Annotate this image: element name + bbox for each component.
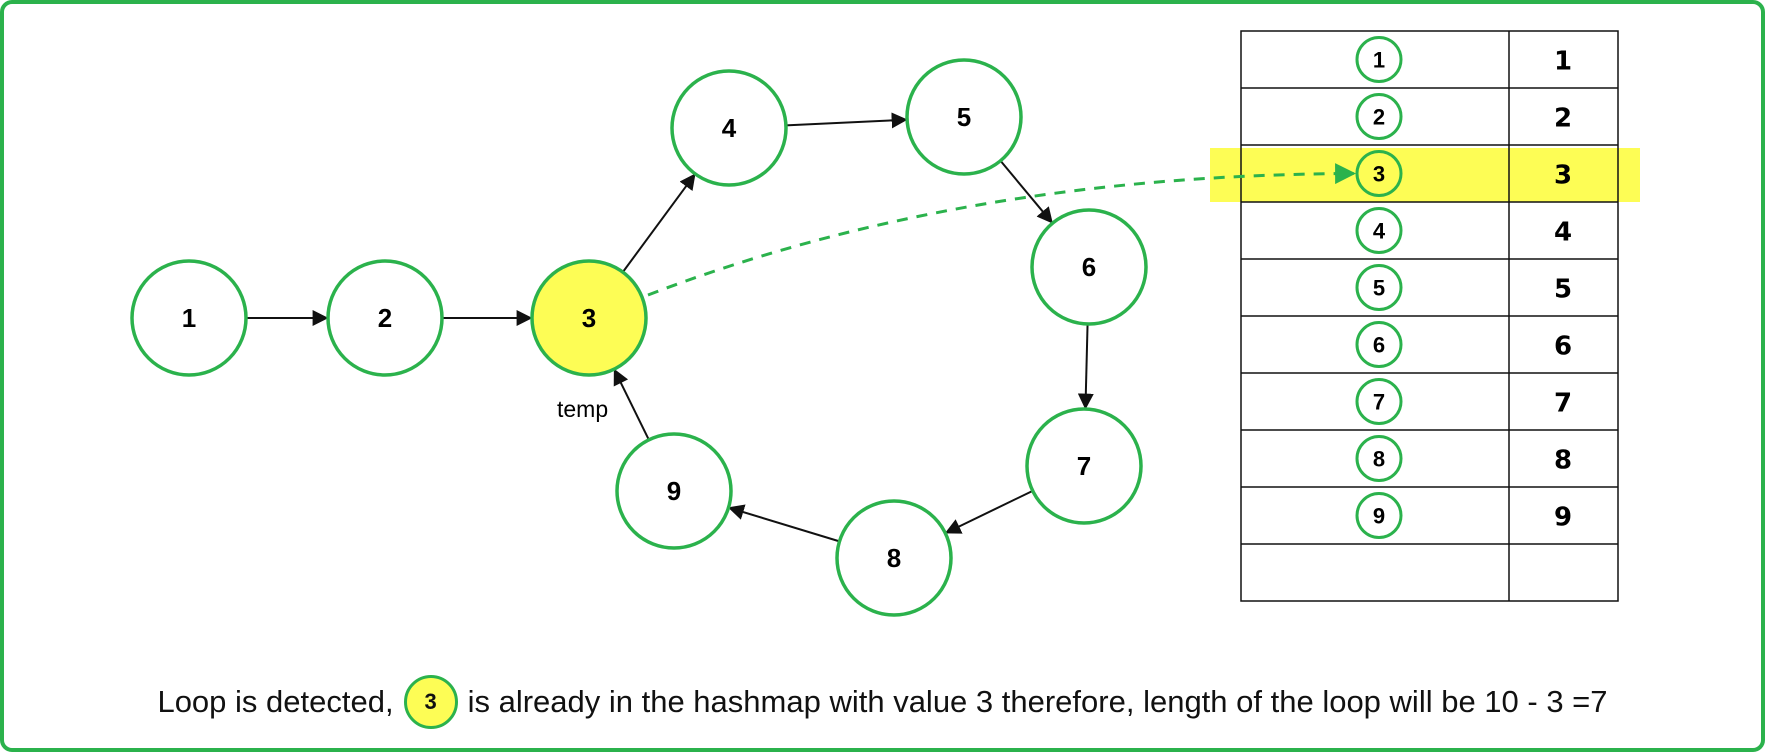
edge-7-to-8	[944, 489, 1034, 534]
hashmap-key: 9	[1373, 504, 1385, 529]
hashmap-key-circle	[1355, 264, 1403, 311]
edge-8-to-9	[727, 504, 840, 543]
hashmap-value: 5	[1554, 275, 1572, 305]
hashmap-value: 6	[1554, 332, 1572, 362]
hashmap-value: 9	[1554, 503, 1572, 533]
node-8	[835, 499, 953, 617]
edge-9-to-3	[613, 368, 650, 441]
hashmap-key-circle	[1355, 93, 1403, 140]
node-4	[670, 69, 788, 187]
edge-6-to-7	[1077, 323, 1094, 410]
hashmap-key-circle	[1355, 378, 1403, 425]
hashmap-lookup-arrow	[647, 163, 1357, 297]
node-label-4: 4	[722, 113, 737, 143]
hashmap-value: 2	[1554, 104, 1572, 134]
hashmap-key: 3	[1373, 162, 1385, 187]
caption: Loop is detected, 3 is already in the ha…	[0, 672, 1765, 732]
caption-node-badge: 3	[403, 675, 458, 729]
edge-5-to-6	[999, 160, 1053, 224]
hashmap-key: 6	[1373, 333, 1385, 358]
node-1	[130, 259, 248, 377]
node-label-5: 5	[957, 102, 971, 132]
hashmap-key-circle	[1355, 207, 1403, 254]
hashmap-key: 8	[1373, 447, 1385, 472]
node-6	[1030, 208, 1148, 326]
edge-3-to-4	[622, 173, 696, 273]
hashmap-key-circle	[1355, 36, 1403, 83]
hashmap-key: 7	[1373, 390, 1385, 415]
temp-pointer-label: temp	[557, 396, 608, 422]
node-label-9: 9	[667, 476, 681, 506]
node-9	[615, 432, 733, 550]
hashmap-key: 4	[1373, 219, 1386, 244]
hashmap-value: 7	[1554, 389, 1572, 419]
node-label-1: 1	[182, 303, 196, 333]
node-label-6: 6	[1082, 252, 1096, 282]
node-2	[326, 259, 444, 377]
hashmap-key-circle	[1355, 492, 1403, 539]
edge-4-to-5	[785, 112, 908, 129]
node-label-7: 7	[1077, 451, 1091, 481]
hashmap-key: 1	[1373, 48, 1385, 73]
hashmap-key: 2	[1373, 105, 1385, 130]
hashmap-key-circle	[1355, 150, 1403, 197]
hashmap-key-circle	[1355, 435, 1403, 482]
node-label-8: 8	[887, 543, 901, 573]
caption-text-before: Loop is detected,	[157, 684, 394, 719]
hashmap-key-circle	[1355, 321, 1403, 368]
hashmap-key: 5	[1373, 276, 1385, 301]
node-5	[905, 58, 1023, 176]
node-7	[1025, 407, 1143, 525]
hashmap-value: 8	[1554, 446, 1572, 476]
hashmap-value: 1	[1554, 47, 1572, 77]
node-label-3: 3	[582, 303, 596, 333]
node-3	[530, 259, 648, 377]
caption-text-after: is already in the hashmap with value 3 t…	[467, 684, 1608, 719]
hashmap-value: 4	[1554, 218, 1572, 248]
hashmap-value: 3	[1554, 161, 1572, 191]
node-label-2: 2	[378, 303, 392, 333]
